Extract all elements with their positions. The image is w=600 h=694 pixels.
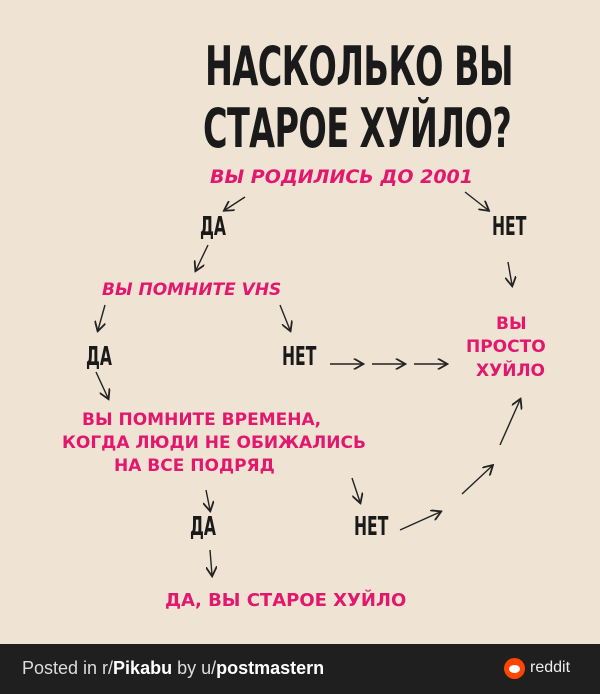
arrow bbox=[399, 512, 440, 531]
title-line1: НАСКОЛЬКО ВЫ bbox=[205, 35, 514, 98]
user-link[interactable]: postmastern bbox=[216, 658, 325, 678]
q3-no: НЕТ bbox=[354, 512, 389, 542]
subreddit-link[interactable]: Pikabu bbox=[113, 658, 173, 678]
result-just-line3: ХУЙЛО bbox=[476, 361, 546, 381]
arrow bbox=[508, 261, 512, 285]
arrow bbox=[464, 191, 488, 210]
question-times-line1: ВЫ ПОМНИТЕ ВРЕМЕНА, bbox=[82, 410, 322, 430]
q1-yes: ДА bbox=[200, 212, 226, 242]
flowchart-poster: НАСКОЛЬКО ВЫ СТАРОЕ ХУЙЛО? ВЫ РОДИЛИСЬ Д… bbox=[0, 0, 600, 644]
reddit-brand: reddit bbox=[530, 659, 571, 676]
question-times-line3: НА ВСЕ ПОДРЯД bbox=[114, 456, 275, 476]
reddit-logo-icon bbox=[504, 658, 525, 679]
result-old: ДА, ВЫ СТАРОЕ ХУЙЛО bbox=[165, 590, 407, 611]
arrow bbox=[206, 489, 210, 510]
arrow bbox=[95, 371, 108, 398]
arrow bbox=[225, 196, 246, 210]
arrows bbox=[0, 191, 600, 644]
title-line2: СТАРОЕ ХУЙЛО? bbox=[203, 97, 512, 160]
arrow bbox=[98, 304, 106, 330]
result-just-line1: ВЫ bbox=[496, 314, 527, 334]
arrow bbox=[461, 466, 492, 495]
question-remember-vhs: ВЫ ПОМНИТЕ VHS bbox=[102, 280, 282, 300]
q2-yes: ДА bbox=[86, 342, 112, 372]
arrow bbox=[279, 304, 290, 330]
question-born-before-2001: ВЫ РОДИЛИСЬ ДО 2001 bbox=[210, 166, 473, 188]
reddit-footer: Posted in r/Pikabu by u/postmastern redd… bbox=[0, 644, 600, 694]
q2-no: НЕТ bbox=[282, 342, 317, 372]
q3-yes: ДА bbox=[190, 512, 216, 542]
arrow bbox=[499, 400, 520, 446]
arrow bbox=[351, 477, 360, 502]
post-caption: Posted in r/Pikabu by u/postmastern bbox=[22, 658, 324, 679]
result-just-line2: ПРОСТО bbox=[466, 337, 546, 357]
by-text: by u/ bbox=[172, 658, 217, 678]
question-times-line2: КОГДА ЛЮДИ НЕ ОБИЖАЛИСЬ bbox=[62, 433, 366, 453]
arrow bbox=[210, 549, 212, 575]
q1-no: НЕТ bbox=[492, 212, 527, 242]
posted-in-text: Posted in r/ bbox=[22, 658, 114, 678]
arrow bbox=[196, 244, 209, 270]
